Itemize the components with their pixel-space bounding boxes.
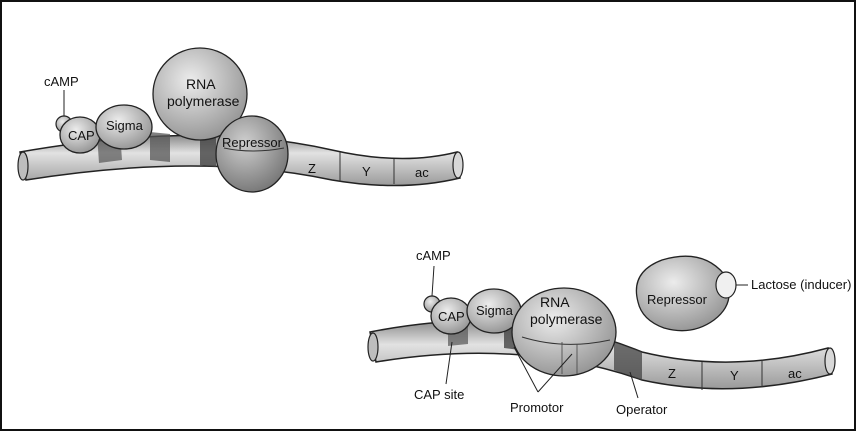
bottom-camp-label: cAMP [416,248,451,263]
top-sigma-protein [95,104,153,150]
cap-site-label: CAP site [414,387,464,402]
bottom-free-repressor-label: Repressor [647,292,708,307]
inducer-label: Lactose (inducer) [751,277,851,292]
promotor-label: Promotor [510,400,564,415]
top-rna-polymerase [152,47,248,141]
bottom-rna-pol-label-1: RNA [540,294,570,310]
top-gene-z: Z [308,161,316,176]
lactose-inducer-icon [715,271,737,299]
bottom-gene-z: Z [668,366,676,381]
bottom-gene-ac: ac [788,366,802,381]
bottom-rna-polymerase [511,287,617,377]
top-panel: cAMP CAP Sigma RNA polymerase Repressor … [17,47,464,193]
top-repressor-protein [215,115,289,193]
top-rna-pol-label-2: polymerase [167,93,240,109]
top-camp-label: cAMP [44,74,79,89]
top-cap-label: CAP [68,128,95,143]
bottom-gene-y: Y [730,368,739,383]
top-repressor-label: Repressor [222,135,283,150]
top-gene-ac: ac [415,165,429,180]
bottom-sigma-label: Sigma [476,303,514,318]
bottom-cap-label: CAP [438,309,465,324]
top-sigma-label: Sigma [106,118,144,133]
operator-label: Operator [616,402,668,417]
bottom-panel: cAMP CAP Sigma RNA polymerase Z Y ac Rep… [367,248,851,417]
top-rna-pol-label-1: RNA [186,76,216,92]
top-gene-y: Y [362,164,371,179]
bottom-rna-pol-label-2: polymerase [530,311,603,327]
